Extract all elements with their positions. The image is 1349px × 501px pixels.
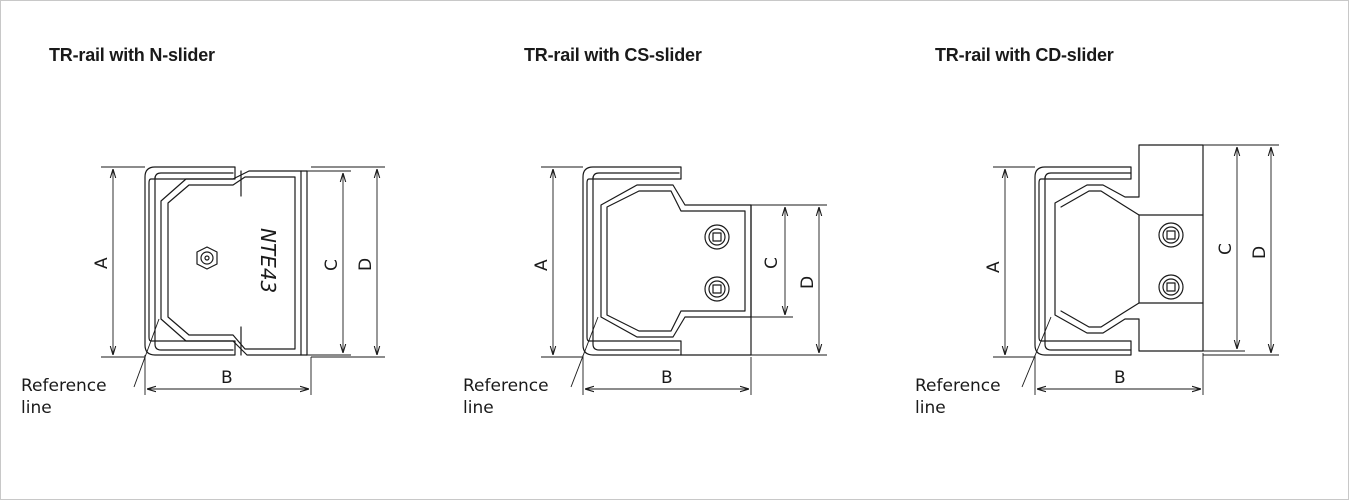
dimension-d-label: D	[798, 276, 818, 289]
screw-icon	[1158, 222, 1184, 248]
screw-icon	[704, 224, 730, 250]
panel-title-n-slider: TR-rail with N-slider	[49, 45, 215, 65]
reference-line-leader	[570, 316, 599, 388]
dimension-d-label: D	[1250, 246, 1270, 259]
reference-label-line2: line	[21, 398, 52, 418]
reference-label-line1: Reference	[21, 376, 107, 396]
dimension-b-label: B	[661, 368, 673, 388]
dimension-c-label: C	[322, 259, 342, 271]
grease-nipple-icon	[196, 246, 218, 270]
slider-marking: NTE43	[256, 228, 280, 293]
reference-line-leader	[133, 318, 160, 388]
screw-icon	[1158, 274, 1184, 300]
dimension-a-label: A	[984, 261, 1004, 273]
dimension-b-label: B	[221, 368, 233, 388]
rail-profile	[1034, 166, 1132, 356]
panel-cd-slider: A C D B Reference line	[915, 144, 1279, 418]
dimension-b-label: B	[1114, 368, 1126, 388]
screw-icon	[704, 276, 730, 302]
dimension-a-label: A	[92, 257, 112, 269]
reference-label-line2: line	[463, 398, 494, 418]
reference-label-line1: Reference	[463, 376, 549, 396]
panel-n-slider: NTE43 A C D B Reference line	[21, 166, 385, 418]
dimension-c-label: C	[762, 257, 782, 269]
panel-title-cs-slider: TR-rail with CS-slider	[524, 45, 702, 65]
reference-line-leader	[1021, 316, 1052, 388]
cs-slider-body	[600, 184, 752, 338]
panel-cs-slider: A C D B Reference line	[463, 166, 827, 418]
dimension-a-label: A	[532, 259, 552, 271]
rail-profile	[144, 166, 236, 356]
dimension-c-label: C	[1216, 243, 1236, 255]
reference-label-line1: Reference	[915, 376, 1001, 396]
dimension-d-label: D	[356, 258, 376, 271]
cd-slider-body	[1054, 144, 1204, 352]
panel-title-cd-slider: TR-rail with CD-slider	[935, 45, 1114, 65]
reference-label-line2: line	[915, 398, 946, 418]
rail-profile	[582, 166, 682, 356]
